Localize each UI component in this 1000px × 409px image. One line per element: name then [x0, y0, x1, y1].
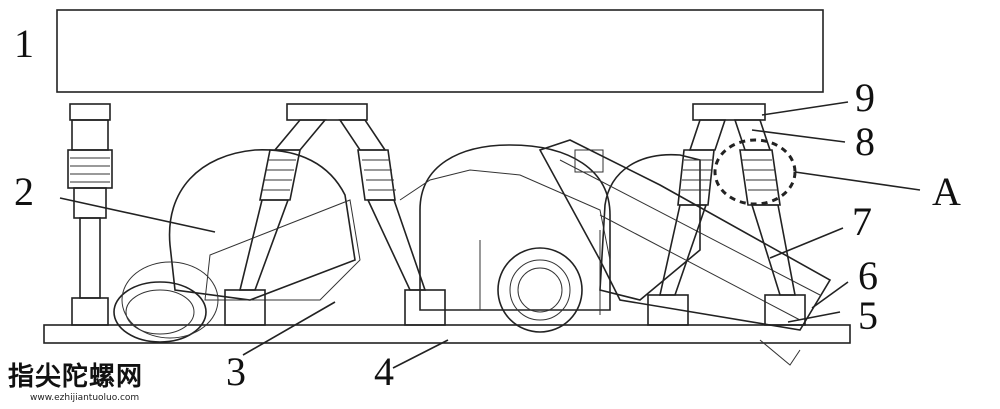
leg-right-a: [647, 119, 727, 326]
label-part-6: 6: [858, 253, 878, 298]
label-part-3: 3: [226, 349, 246, 394]
label-detail-a: A: [932, 169, 961, 214]
base-plate: [43, 324, 851, 344]
label-part-2: 2: [14, 169, 34, 214]
top-platform: [56, 9, 824, 93]
leg-center-b: [338, 119, 446, 326]
leg-left: [67, 119, 113, 326]
label-part-7: 7: [852, 199, 872, 244]
leg-center-a: [224, 119, 327, 326]
body-center: [399, 144, 611, 333]
leader-lines: [59, 101, 921, 369]
label-part-8: 8: [855, 119, 875, 164]
body-left: [113, 149, 361, 343]
leg-right-b: [733, 119, 806, 326]
watermark-url: www.ezhijiantuoluo.com: [30, 393, 140, 403]
label-part-4: 4: [374, 349, 394, 394]
label-part-5: 5: [858, 293, 878, 338]
top-mounts: [69, 103, 766, 121]
label-part-1: 1: [14, 21, 34, 66]
watermark-text: 指尖陀螺网: [8, 362, 144, 392]
label-part-9: 9: [855, 75, 875, 120]
